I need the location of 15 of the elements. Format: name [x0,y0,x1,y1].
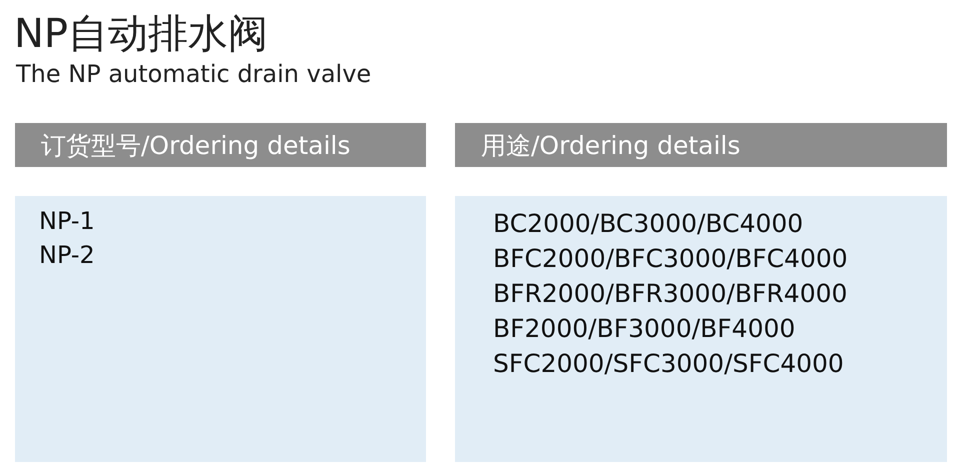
model-number: NP-2 [39,240,95,271]
model-number: NP-1 [39,206,95,237]
model-number: BFR2000/BFR3000/BFR4000 [493,278,848,310]
header-bar [15,123,426,167]
page-title: NP自动排水阀 [14,10,268,59]
header-bar [455,123,947,167]
model-number: BFC2000/BFC3000/BFC4000 [493,243,848,275]
subtitle: The NP automatic drain valve [16,60,372,88]
model-number: BC2000/BC3000/BC4000 [493,208,804,240]
content-panel [15,196,426,462]
model-number: SFC2000/SFC3000/SFC4000 [493,348,845,380]
header-text: 订货型号/Ordering details [41,130,350,162]
header-text: 用途/Ordering details [481,130,740,162]
content-panel [455,196,947,462]
model-number: BF2000/BF3000/BF4000 [493,313,796,345]
